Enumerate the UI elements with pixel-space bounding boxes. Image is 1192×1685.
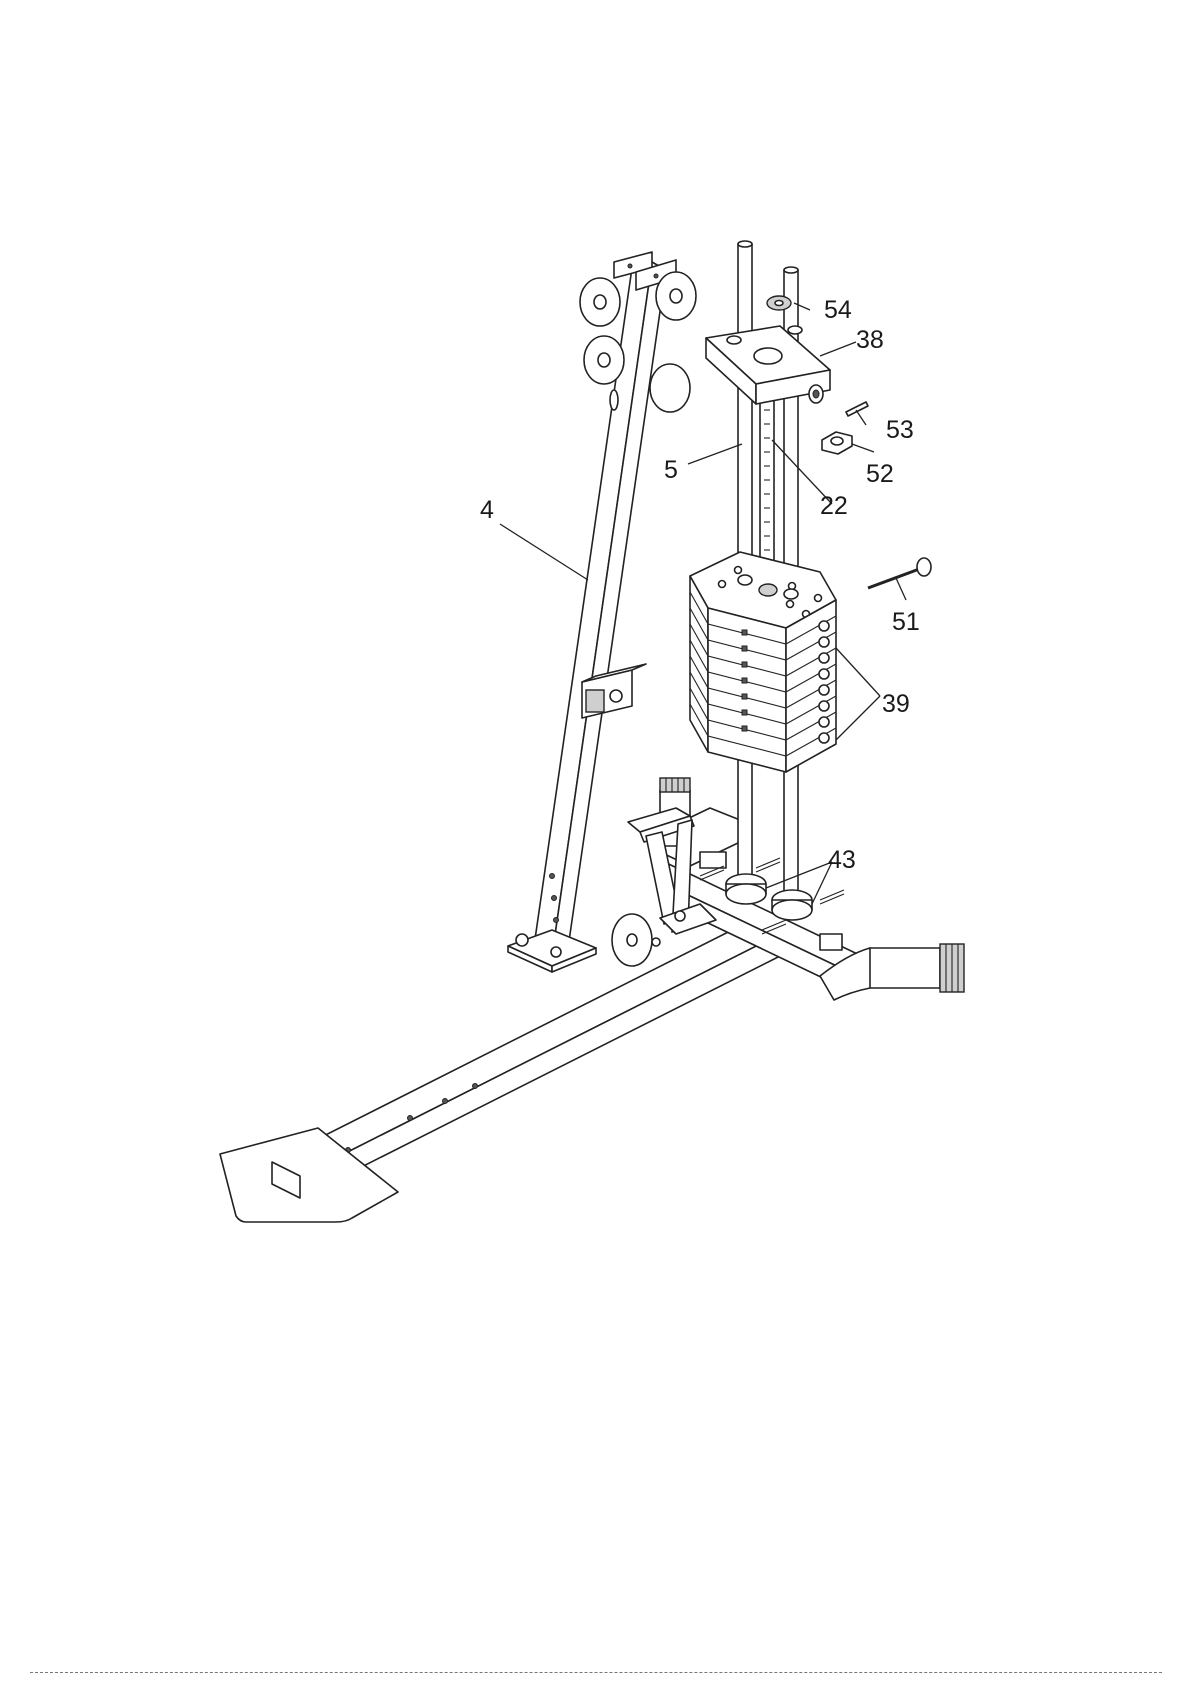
- top-plate-38: [706, 296, 830, 404]
- label-part-38: 38: [856, 326, 884, 354]
- label-part-53: 53: [886, 416, 914, 444]
- label-part-22: 22: [820, 492, 848, 520]
- weight-stack-39: [690, 552, 836, 772]
- label-part-4: 4: [480, 496, 494, 524]
- label-part-52: 52: [866, 460, 894, 488]
- label-part-54: 54: [824, 296, 852, 324]
- label-part-51: 51: [892, 608, 920, 636]
- label-part-43: 43: [828, 846, 856, 874]
- label-part-5: 5: [664, 456, 678, 484]
- page-bottom-rule: [30, 1672, 1162, 1673]
- base-frame: [220, 778, 964, 1222]
- label-part-39: 39: [882, 690, 910, 718]
